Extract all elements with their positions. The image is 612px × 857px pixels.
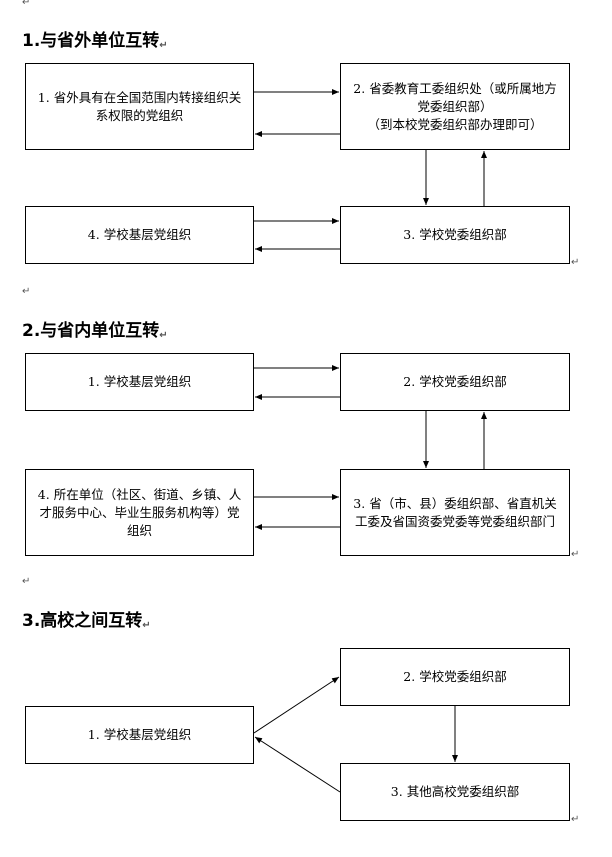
s2-box-local-unit-party-org: 4. 所在单位（社区、街道、乡镇、人才服务中心、毕业生服务机构等）党组织: [25, 469, 254, 556]
s3-box-2-label: 2. 学校党委组织部: [403, 669, 507, 684]
section-2-title-text: 2.与省内单位互转: [22, 321, 160, 341]
s1-box-education-work-committee: 2. 省委教育工委组织处（或所属地方党委组织部） （到本校党委组织部办理即可）: [340, 63, 570, 150]
section-2-title: 2.与省内单位互转↵: [22, 321, 168, 341]
s1-box-4-label: 4. 学校基层党组织: [87, 227, 192, 242]
s3-arrow-3-to-1: [254, 736, 341, 793]
paragraph-mark: ↵: [22, 576, 31, 587]
s2-box-1-label: 1. 学校基层党组织: [87, 374, 192, 389]
s3-arrow-1-to-2: [253, 676, 340, 734]
paragraph-mark: ↵: [571, 257, 580, 268]
section-1-title: 1.与省外单位互转↵: [22, 31, 168, 51]
s3-box-1-label: 1. 学校基层党组织: [87, 727, 192, 742]
paragraph-mark: ↵: [571, 549, 580, 560]
s1-box-school-grassroots-org: 4. 学校基层党组织: [25, 206, 254, 264]
s1-box-3-label: 3. 学校党委组织部: [403, 227, 507, 242]
s1-box-school-party-org-dept: 3. 学校党委组织部: [340, 206, 570, 264]
s1-box-province-external-org: 1. 省外具有在全国范围内转接组织关系权限的党组织: [25, 63, 254, 150]
s3-box-school-grassroots-org: 1. 学校基层党组织: [25, 706, 254, 764]
s3-box-3-label: 3. 其他高校党委组织部: [390, 784, 520, 799]
s2-box-provincial-org-depts: 3. 省（市、县）委组织部、省直机关工委及省国资委党委等党委组织部门: [340, 469, 570, 556]
s2-box-school-grassroots-org: 1. 学校基层党组织: [25, 353, 254, 411]
section-1-title-text: 1.与省外单位互转: [22, 31, 160, 51]
s2-box-school-party-org-dept: 2. 学校党委组织部: [340, 353, 570, 411]
s3-box-school-party-org-dept: 2. 学校党委组织部: [340, 648, 570, 706]
s2-box-3-label: 3. 省（市、县）委组织部、省直机关工委及省国资委党委等党委组织部门: [353, 495, 557, 529]
paragraph-mark: ↵: [22, 0, 31, 8]
s2-box-4-label: 4. 所在单位（社区、街道、乡镇、人才服务中心、毕业生服务机构等）党组织: [37, 486, 242, 538]
paragraph-mark: ↵: [571, 814, 580, 825]
paragraph-mark: ↵: [142, 620, 151, 631]
s2-box-2-label: 2. 学校党委组织部: [403, 374, 507, 389]
paragraph-mark: ↵: [22, 286, 31, 297]
s1-box-1-label: 1. 省外具有在全国范围内转接组织关系权限的党组织: [37, 89, 242, 123]
section-3-title: 3.高校之间互转↵: [22, 611, 151, 631]
s1-box-2-note: （到本校党委组织部办理即可）: [367, 116, 543, 132]
s3-box-other-university-org-dept: 3. 其他高校党委组织部: [340, 763, 570, 821]
paragraph-mark: ↵: [159, 330, 168, 341]
s1-box-2-label: 2. 省委教育工委组织处（或所属地方党委组织部）: [353, 80, 557, 114]
section-3-title-text: 3.高校之间互转: [22, 611, 143, 631]
paragraph-mark: ↵: [159, 40, 168, 51]
